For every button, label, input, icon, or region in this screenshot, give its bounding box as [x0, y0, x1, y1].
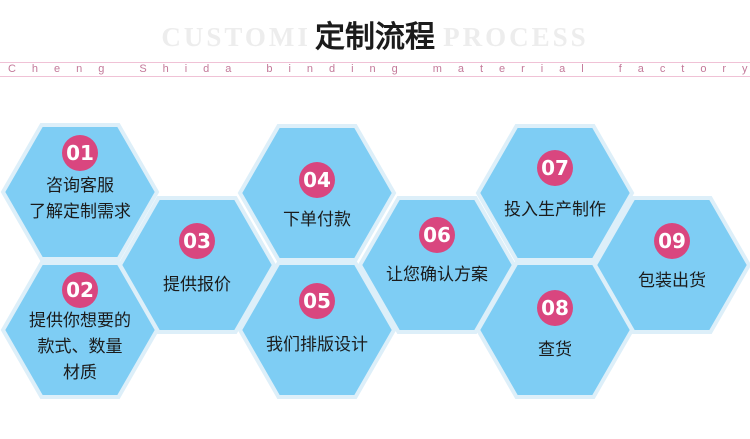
subtitle-char: c — [659, 63, 666, 75]
subtitle-char: a — [559, 63, 566, 75]
hexagon-shape — [237, 261, 397, 399]
step-number: 07 — [541, 156, 569, 180]
subtitle-char: i — [351, 63, 354, 75]
subtitle-char: r — [722, 63, 727, 75]
step-number-badge — [299, 162, 335, 198]
subtitle-char: a — [637, 63, 644, 75]
subtitle-char: f — [618, 63, 622, 75]
subtitle-char: g — [98, 63, 105, 75]
subtitle-char: d — [203, 63, 210, 75]
subtitle-char: b — [266, 63, 273, 75]
subtitle-char: g — [391, 63, 398, 75]
subtitle-char: i — [540, 63, 544, 75]
step-number: 05 — [303, 289, 331, 313]
step-label-line: 提供报价 — [163, 275, 231, 295]
step-label-line: 下单付款 — [283, 210, 351, 230]
step-label-line: 款式、数量 — [38, 337, 123, 357]
process-step-09: 09 包装出货 — [592, 196, 750, 334]
subtitle-char: y — [742, 63, 748, 75]
subtitle-char: a — [457, 63, 464, 75]
step-label-line: 提供你想要的 — [29, 311, 131, 331]
subtitle-char: l — [581, 63, 584, 75]
subtitle-char: d — [328, 63, 336, 75]
step-label-line: 包装出货 — [638, 271, 706, 291]
decor-line-top — [0, 62, 750, 63]
process-step-03: 03 提供报价 — [117, 196, 277, 334]
process-step-07: 07 投入生产制作 — [475, 124, 635, 262]
subtitle-char: e — [54, 63, 61, 75]
step-number-badge — [62, 272, 98, 308]
subtitle-char: a — [225, 63, 232, 75]
step-number: 04 — [303, 168, 331, 192]
step-number-badge — [419, 217, 455, 253]
process-step-08: 08 查货 — [475, 261, 635, 399]
step-number-badge — [62, 135, 98, 171]
step-number-badge — [654, 223, 690, 259]
step-label-line: 让您确认方案 — [386, 265, 488, 285]
subtitle-char: h — [162, 63, 169, 75]
process-step-04: 04 下单付款 — [237, 124, 397, 262]
subtitle-char: h — [31, 63, 39, 75]
subtitle-char: t — [479, 63, 484, 75]
hexagon-shape — [117, 196, 277, 334]
page-title-text: 定制流程 — [307, 20, 443, 55]
step-number-badge — [537, 150, 573, 186]
page-title: 定制流程 — [0, 18, 750, 58]
hexagon-shape — [0, 123, 160, 261]
process-step-06: 06 让您确认方案 — [357, 196, 517, 334]
step-number: 06 — [423, 223, 451, 247]
step-number: 01 — [66, 141, 94, 165]
step-number-badge — [537, 290, 573, 326]
subtitle-char: C — [8, 63, 16, 75]
step-label-line: 咨询客服 — [46, 176, 114, 196]
step-number-badge — [179, 223, 215, 259]
step-label-line: 投入生产制作 — [504, 200, 606, 220]
step-label-line: 了解定制需求 — [29, 202, 131, 222]
subtitle-char: r — [521, 63, 525, 75]
decor-line-bottom — [0, 76, 750, 77]
hexagon-shape — [475, 124, 635, 262]
process-step-05: 05 我们排版设计 — [237, 261, 397, 399]
subtitle-char: S — [139, 63, 147, 75]
subtitle-char: t — [681, 63, 685, 75]
step-number: 02 — [66, 278, 94, 302]
step-number: 09 — [658, 229, 686, 253]
subtitle-char: e — [498, 63, 506, 75]
step-label-line: 查货 — [538, 340, 572, 360]
subtitle-char: n — [306, 63, 314, 75]
step-number-badge — [299, 283, 335, 319]
step-number: 03 — [183, 229, 211, 253]
subtitle-char: n — [76, 63, 83, 75]
step-label-line: 我们排版设计 — [266, 335, 368, 355]
subtitle-char: o — [700, 63, 707, 75]
step-label-line: 材质 — [63, 363, 97, 383]
subtitle-char: m — [432, 63, 442, 75]
subtitle-char: n — [369, 63, 376, 75]
step-number: 08 — [541, 296, 569, 320]
hexagon-shape — [592, 196, 750, 334]
subtitle-char: i — [288, 63, 291, 75]
subtitle-char: i — [184, 63, 188, 75]
